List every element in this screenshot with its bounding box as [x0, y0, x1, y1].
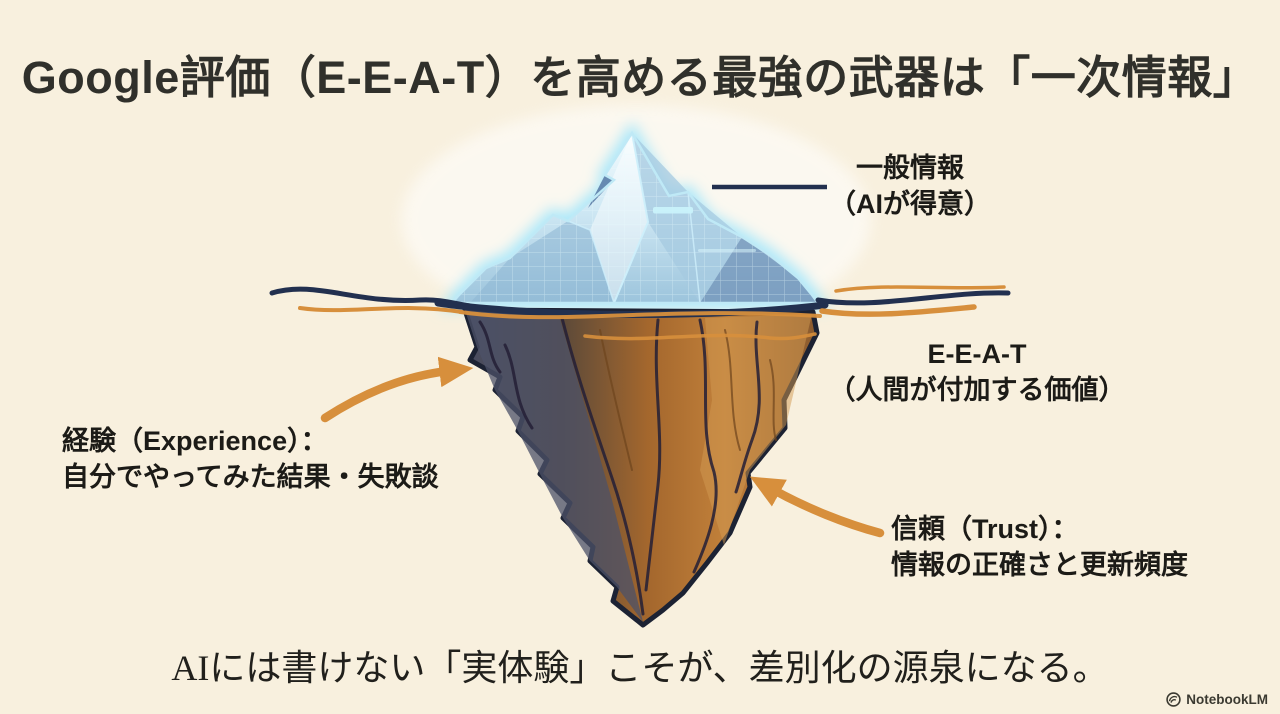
- notebooklm-logo-icon: [1166, 692, 1181, 707]
- label-general-info-line1: 一般情報: [856, 153, 964, 183]
- label-experience-line2: 自分でやってみた結果・失敗談: [62, 462, 439, 492]
- label-eeat-line1: E-E-A-T: [927, 339, 1027, 369]
- label-trust-line2: 情報の正確さと更新頻度: [891, 550, 1188, 580]
- experience-arrow-icon: [320, 356, 474, 423]
- brand-name: NotebookLM: [1186, 692, 1268, 707]
- trust-arrow-icon: [749, 476, 885, 538]
- waterline: [269, 285, 1011, 320]
- label-experience-line1: 経験（Experience）：: [62, 426, 328, 456]
- label-trust: 信頼（Trust）： 情報の正確さと更新頻度: [891, 511, 1188, 583]
- iceberg-underwater-rock: [462, 307, 820, 628]
- label-trust-line1: 信頼（Trust）：: [891, 514, 1079, 544]
- label-experience: 経験（Experience）： 自分でやってみた結果・失敗談: [62, 423, 439, 495]
- label-eeat-line2: （人間が付加する価値）: [828, 375, 1126, 405]
- label-eeat: E-E-A-T （人間が付加する価値）: [827, 336, 1127, 408]
- label-general-info-line2: （AIが得意）: [829, 189, 991, 219]
- footer-message: AIには書けない「実体験」こそが、差別化の源泉になる。: [171, 648, 1109, 688]
- iceberg-tip: [401, 105, 871, 335]
- brand-watermark: NotebookLM: [1166, 692, 1268, 707]
- label-general-info: 一般情報 （AIが得意）: [770, 150, 1050, 222]
- page-title: Google評価（E-E-A-T）を高める最強の武器は「一次情報」: [21, 52, 1259, 103]
